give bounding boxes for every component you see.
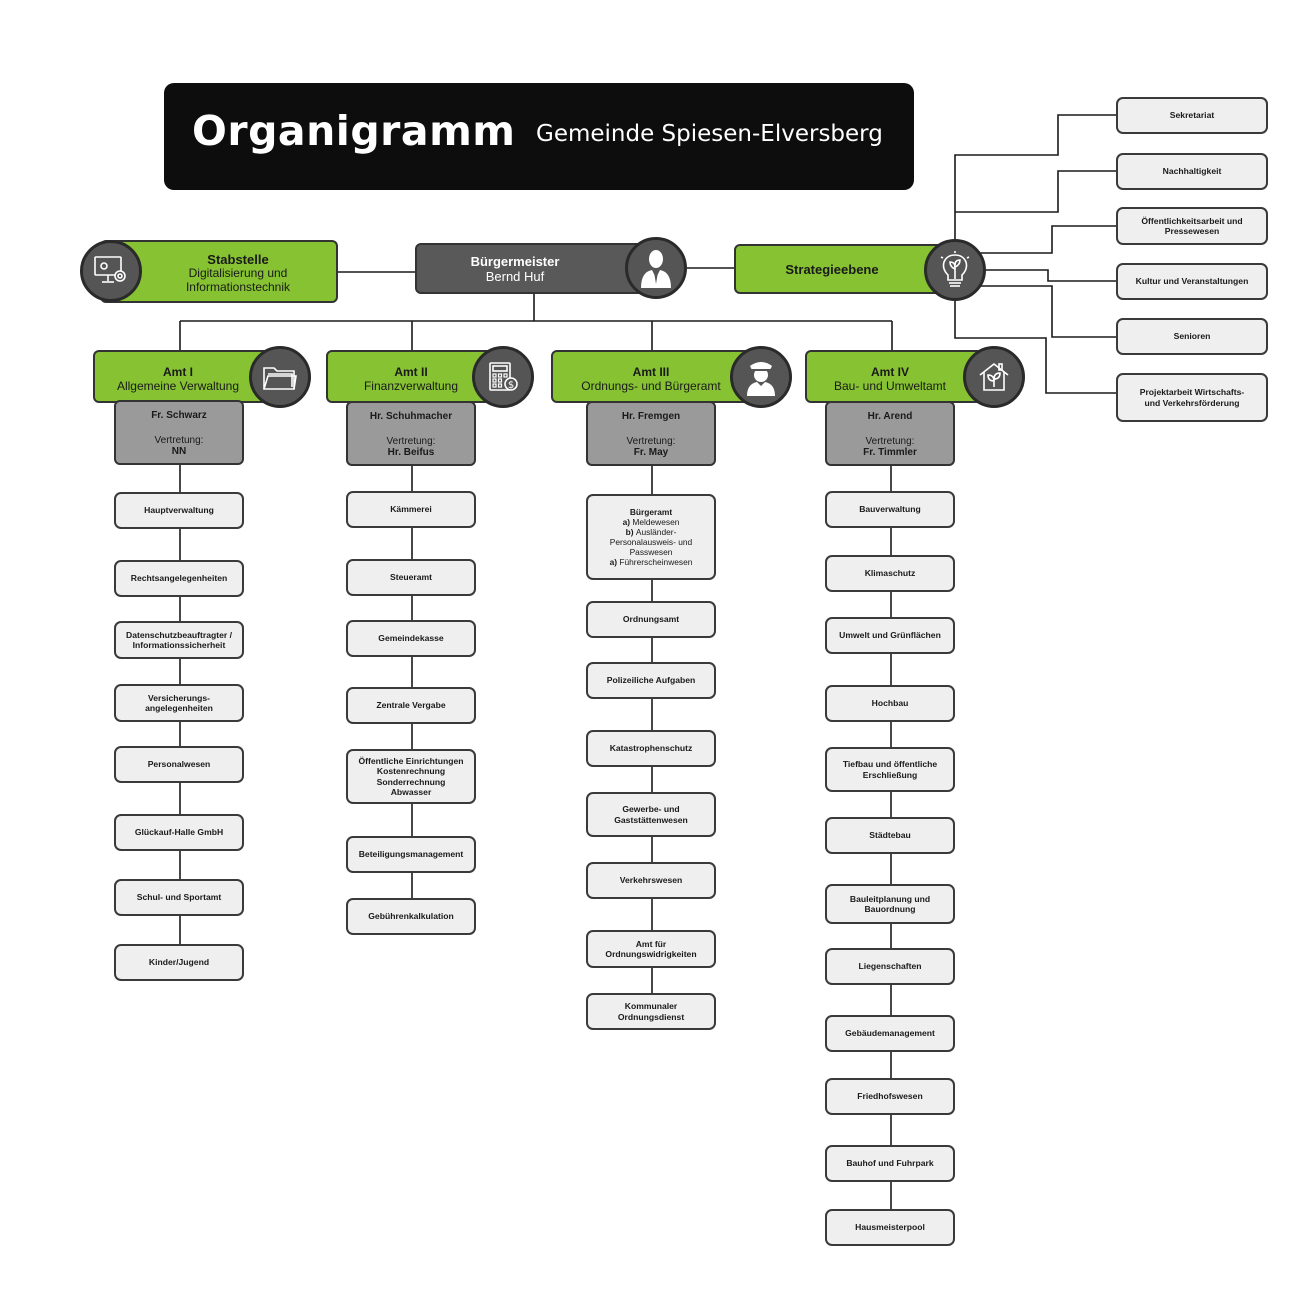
amt-2-rep: Hr. Beifus bbox=[387, 447, 435, 458]
unit-polizeiliche-aufgaben: Polizeiliche Aufgaben bbox=[586, 662, 716, 699]
unit-bauhof-fuhrpark: Bauhof und Fuhrpark bbox=[825, 1145, 955, 1182]
amt-3-rep-label: Vertretung: bbox=[626, 436, 676, 447]
amt-3-title: Amt III bbox=[632, 365, 670, 379]
police-officer-icon bbox=[730, 346, 792, 408]
unit-klimaschutz: Klimaschutz bbox=[825, 555, 955, 592]
strategie-item-kultur: Kultur und Veranstaltungen bbox=[1116, 263, 1268, 300]
amt-3-rep: Fr. May bbox=[633, 447, 669, 458]
unit-gebaeudemanagement: Gebäudemanagement bbox=[825, 1015, 955, 1052]
amt-4-subtitle: Bau- und Umweltamt bbox=[833, 379, 947, 393]
amt-3-box: Amt III Ordnungs- und Bürgeramt bbox=[551, 350, 755, 403]
page-subtitle: Gemeinde Spiesen-Elversberg bbox=[536, 121, 883, 147]
person-suit-icon bbox=[625, 237, 687, 299]
amt-2-subtitle: Finanzverwaltung bbox=[363, 379, 459, 393]
strategie-item-projektarbeit: Projektarbeit Wirtschafts- und Verkehrsf… bbox=[1116, 373, 1268, 422]
amt-2-head: Hr. Schuhmacher bbox=[369, 411, 453, 422]
unit-tiefbau: Tiefbau und öffentliche Erschließung bbox=[825, 747, 955, 792]
unit-gebuehrenkalkulation: Gebührenkalkulation bbox=[346, 898, 476, 935]
unit-ordnungswidrigkeiten: Amt für Ordnungswidrigkeiten bbox=[586, 930, 716, 968]
amt-1-head: Fr. Schwarz bbox=[151, 410, 207, 421]
page-title: Organigramm bbox=[192, 107, 516, 155]
unit-kommunaler-ordnungsdienst: Kommunaler Ordnungsdienst bbox=[586, 993, 716, 1030]
unit-zentrale-vergabe: Zentrale Vergabe bbox=[346, 687, 476, 724]
unit-gewerbe: Gewerbe- und Gaststättenwesen bbox=[586, 792, 716, 837]
unit-kinder-jugend: Kinder/Jugend bbox=[114, 944, 244, 981]
strategie-item-oeffentlichkeitsarbeit: Öffentlichkeitsarbeit und Pressewesen bbox=[1116, 207, 1268, 245]
strategie-item-sekretariat: Sekretariat bbox=[1116, 97, 1268, 134]
mayor-box: Bürgermeister Bernd Huf bbox=[415, 243, 655, 294]
unit-versicherung: Versicherungs-angelegenheiten bbox=[114, 684, 244, 722]
buergeramt-a-text: Meldewesen bbox=[632, 516, 680, 527]
header-banner: Organigramm Gemeinde Spiesen-Elversberg bbox=[164, 83, 914, 190]
unit-kaemmerei: Kämmerei bbox=[346, 491, 476, 528]
amt-1-subtitle: Allgemeine Verwaltung bbox=[116, 379, 240, 393]
unit-steueramt: Steueramt bbox=[346, 559, 476, 596]
unit-hausmeisterpool: Hausmeisterpool bbox=[825, 1209, 955, 1246]
unit-bauleitplanung: Bauleitplanung und Bauordnung bbox=[825, 884, 955, 924]
strategie-item-senioren: Senioren bbox=[1116, 318, 1268, 355]
stabstelle-sub2: Informationstechnik bbox=[185, 279, 291, 294]
stabstelle-title: Stabstelle bbox=[207, 252, 269, 267]
folder-icon bbox=[249, 346, 311, 408]
buergeramt-title: Bürgeramt bbox=[629, 506, 673, 517]
unit-buergeramt: Bürgeramt a) Meldewesen b) Ausländer-Per… bbox=[586, 494, 716, 580]
strategie-item-nachhaltigkeit: Nachhaltigkeit bbox=[1116, 153, 1268, 190]
unit-ordnungsamt: Ordnungsamt bbox=[586, 601, 716, 638]
amt-1-box: Amt I Allgemeine Verwaltung bbox=[93, 350, 271, 403]
stabstelle-sub1: Digitalisierung und bbox=[188, 266, 288, 280]
unit-staedtebau: Städtebau bbox=[825, 817, 955, 854]
amt-4-title: Amt IV bbox=[870, 365, 909, 379]
strategie-box: Strategieebene bbox=[734, 244, 950, 294]
unit-gemeindekasse: Gemeindekasse bbox=[346, 620, 476, 657]
unit-glueckauf-halle: Glückauf-Halle GmbH bbox=[114, 814, 244, 851]
amt-4-head: Hr. Arend bbox=[867, 411, 913, 422]
unit-liegenschaften: Liegenschaften bbox=[825, 948, 955, 985]
amt-3-head-box: Hr. Fremgen Vertretung: Fr. May bbox=[586, 401, 716, 466]
lightbulb-icon bbox=[924, 239, 986, 301]
unit-oeffentliche-einrichtungen: Öffentliche Einrichtungen Kostenrechnung… bbox=[346, 749, 476, 804]
amt-3-subtitle: Ordnungs- und Bürgeramt bbox=[581, 379, 721, 393]
amt-2-head-box: Hr. Schuhmacher Vertretung: Hr. Beifus bbox=[346, 401, 476, 466]
mayor-title: Bürgermeister bbox=[470, 254, 560, 269]
unit-rechtsangelegenheiten: Rechtsangelegenheiten bbox=[114, 560, 244, 597]
unit-beteiligungsmanagement: Beteiligungsmanagement bbox=[346, 836, 476, 873]
amt-4-rep-label: Vertretung: bbox=[865, 436, 915, 447]
amt-2-rep-label: Vertretung: bbox=[386, 436, 436, 447]
amt-3-head: Hr. Fremgen bbox=[621, 411, 681, 422]
house-plant-icon bbox=[963, 346, 1025, 408]
unit-friedhofswesen: Friedhofswesen bbox=[825, 1078, 955, 1115]
unit-verkehrswesen: Verkehrswesen bbox=[586, 862, 716, 899]
strategie-title: Strategieebene bbox=[785, 261, 879, 277]
amt-2-title: Amt II bbox=[394, 365, 428, 379]
stabstelle-box: Stabstelle Digitalisierung und Informati… bbox=[100, 240, 338, 303]
mayor-name: Bernd Huf bbox=[485, 269, 545, 284]
unit-datenschutz: Datenschutzbeauftragter / Informationssi… bbox=[114, 621, 244, 659]
unit-katastrophenschutz: Katastrophenschutz bbox=[586, 730, 716, 767]
amt-4-rep: Fr. Timmler bbox=[863, 447, 917, 458]
unit-umwelt-gruenflaechen: Umwelt und Grünflächen bbox=[825, 617, 955, 654]
svg-text:$: $ bbox=[508, 380, 514, 391]
unit-bauverwaltung: Bauverwaltung bbox=[825, 491, 955, 528]
unit-personalwesen: Personalwesen bbox=[114, 746, 244, 783]
buergeramt-c-marker: a) bbox=[609, 557, 618, 568]
buergeramt-a-marker: a) bbox=[622, 516, 631, 527]
unit-schul-sportamt: Schul- und Sportamt bbox=[114, 879, 244, 916]
amt-1-rep-label: Vertretung: bbox=[154, 435, 204, 446]
buergeramt-b-text: Ausländer-Personalausweis- und Passwesen bbox=[609, 526, 693, 558]
buergeramt-c-text: Führerscheinwesen bbox=[619, 557, 693, 568]
amt-1-head-box: Fr. Schwarz Vertretung: NN bbox=[114, 400, 244, 465]
computer-gear-icon bbox=[80, 240, 142, 302]
amt-4-head-box: Hr. Arend Vertretung: Fr. Timmler bbox=[825, 401, 955, 466]
buergeramt-b-marker: b) bbox=[625, 526, 634, 537]
calculator-icon: $ bbox=[472, 346, 534, 408]
unit-hochbau: Hochbau bbox=[825, 685, 955, 722]
unit-hauptverwaltung: Hauptverwaltung bbox=[114, 492, 244, 529]
amt-1-rep: NN bbox=[171, 446, 187, 457]
amt-1-title: Amt I bbox=[163, 365, 193, 379]
